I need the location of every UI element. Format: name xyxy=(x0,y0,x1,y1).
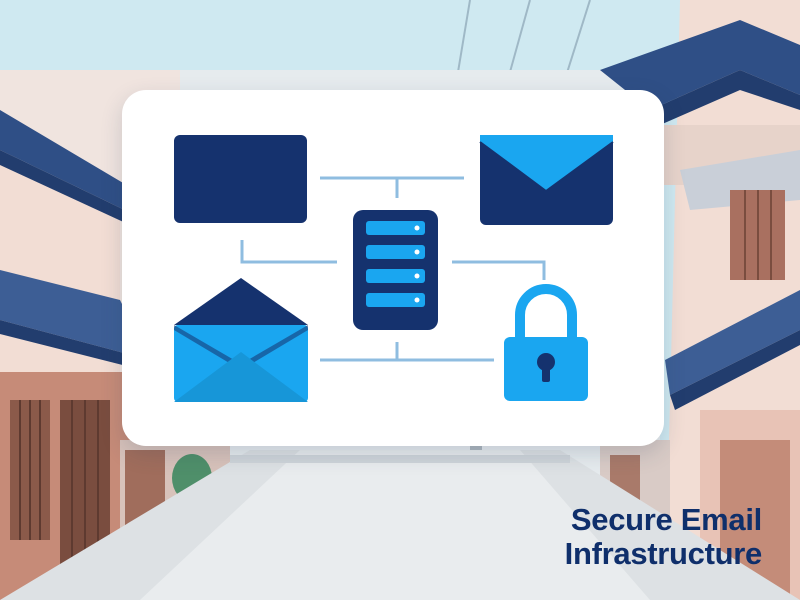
server-icon xyxy=(353,210,438,330)
connector-lines xyxy=(240,176,546,362)
caption: Secure Email Infrastructure xyxy=(564,502,763,571)
diagram-card xyxy=(122,90,664,446)
network-diagram xyxy=(174,135,614,402)
caption-line-2: Infrastructure xyxy=(564,536,763,571)
closed-envelope-icon xyxy=(479,135,614,225)
padlock-icon xyxy=(504,284,588,401)
open-envelope-icon xyxy=(174,278,308,402)
caption-line-1: Secure Email xyxy=(570,502,762,537)
monitor-icon xyxy=(174,135,307,223)
